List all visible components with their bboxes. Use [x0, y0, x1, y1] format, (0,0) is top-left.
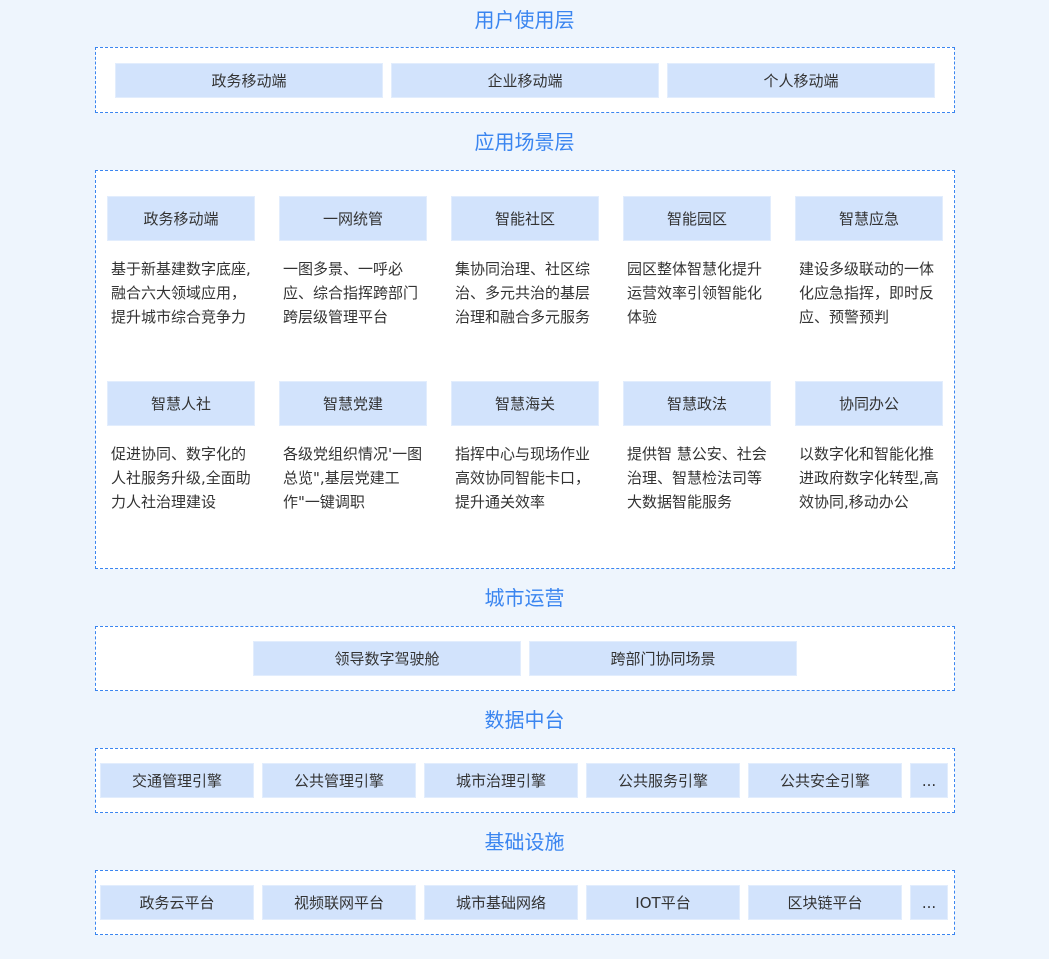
app-card: 一网统管一图多景、一呼必应、综合指挥跨部门跨层级管理平台	[279, 196, 427, 329]
app-card-desc: 提供智 慧公安、社会治理、智慧检法司等大数据智能服务	[627, 445, 767, 511]
layer-title-ops: 城市运营	[484, 586, 565, 610]
user-item[interactable]: 个人移动端	[667, 63, 935, 98]
app-card-desc: 园区整体智慧化提升运营效率引领智能化体验	[627, 260, 763, 326]
app-card-desc: 基于新基建数字底座,融合六大领域应用，提升城市综合竞争力	[111, 260, 251, 326]
app-card: 智慧海关指挥中心与现场作业高效协同智能卡口，提升通关效率	[451, 381, 599, 514]
layer-title-data: 数据中台	[484, 708, 565, 732]
app-card: 智慧人社促进协同、数字化的人社服务升级,全面助力人社治理建设	[107, 381, 255, 514]
app-card-title[interactable]: 智能社区	[451, 196, 599, 241]
user-layer-box: 政务移动端 企业移动端 个人移动端	[95, 47, 955, 113]
app-card: 协同办公以数字化和智能化推进政府数字化转型,高效协同,移动办公	[795, 381, 943, 514]
layer-item[interactable]: 城市治理引擎	[424, 763, 578, 798]
more-item[interactable]: ...	[910, 885, 948, 920]
app-card-desc: 建设多级联动的一体化应急指挥，即时反应、预警预判	[799, 260, 935, 326]
app-card-desc: 集协同治理、社区综治、多元共治的基层治理和融合多元服务	[455, 260, 591, 326]
layer-item[interactable]: IOT平台	[586, 885, 740, 920]
app-card-title[interactable]: 一网统管	[279, 196, 427, 241]
app-card-title[interactable]: 协同办公	[795, 381, 943, 426]
app-card-desc: 促进协同、数字化的人社服务升级,全面助力人社治理建设	[111, 445, 251, 511]
layer-item[interactable]: 城市基础网络	[424, 885, 578, 920]
app-card-desc: 各级党组织情况'一图总览",基层党建工作"一键调职	[283, 445, 423, 511]
app-card-desc: 一图多景、一呼必应、综合指挥跨部门跨层级管理平台	[283, 260, 419, 326]
app-card: 智慧党建各级党组织情况'一图总览",基层党建工作"一键调职	[279, 381, 427, 514]
app-card-title[interactable]: 智能园区	[623, 196, 771, 241]
app-card-title[interactable]: 智慧应急	[795, 196, 943, 241]
layer-item[interactable]: 公共管理引擎	[262, 763, 416, 798]
app-card: 智慧政法提供智 慧公安、社会治理、智慧检法司等大数据智能服务	[623, 381, 771, 514]
layer-item[interactable]: 交通管理引擎	[100, 763, 254, 798]
app-card-title[interactable]: 智慧党建	[279, 381, 427, 426]
ops-layer-box: 领导数字驾驶舱 跨部门协同场景	[95, 626, 955, 691]
layer-item[interactable]: 视频联网平台	[262, 885, 416, 920]
user-item[interactable]: 企业移动端	[391, 63, 659, 98]
app-card-title[interactable]: 智慧人社	[107, 381, 255, 426]
app-card: 智慧应急建设多级联动的一体化应急指挥，即时反应、预警预判	[795, 196, 943, 329]
ops-item[interactable]: 领导数字驾驶舱	[253, 641, 521, 676]
layer-title-infra: 基础设施	[484, 830, 565, 854]
data-layer-box: 交通管理引擎公共管理引擎城市治理引擎公共服务引擎公共安全引擎...	[95, 748, 955, 813]
app-layer-box: 政务移动端基于新基建数字底座,融合六大领域应用，提升城市综合竞争力一网统管一图多…	[95, 170, 955, 569]
layer-item[interactable]: 公共安全引擎	[748, 763, 902, 798]
app-card-title[interactable]: 智慧海关	[451, 381, 599, 426]
app-card: 智能社区集协同治理、社区综治、多元共治的基层治理和融合多元服务	[451, 196, 599, 329]
app-card-title[interactable]: 政务移动端	[107, 196, 255, 241]
layer-item[interactable]: 公共服务引擎	[586, 763, 740, 798]
user-item[interactable]: 政务移动端	[115, 63, 383, 98]
app-card-desc: 以数字化和智能化推进政府数字化转型,高效协同,移动办公	[799, 445, 939, 511]
app-card-desc: 指挥中心与现场作业高效协同智能卡口，提升通关效率	[455, 445, 591, 511]
app-card-title[interactable]: 智慧政法	[623, 381, 771, 426]
layer-title-user: 用户使用层	[474, 8, 575, 32]
layer-title-app: 应用场景层	[474, 130, 575, 154]
layer-item[interactable]: 区块链平台	[748, 885, 902, 920]
layer-item[interactable]: 政务云平台	[100, 885, 254, 920]
more-item[interactable]: ...	[910, 763, 948, 798]
app-card: 政务移动端基于新基建数字底座,融合六大领域应用，提升城市综合竞争力	[107, 196, 255, 329]
app-card: 智能园区园区整体智慧化提升运营效率引领智能化体验	[623, 196, 771, 329]
ops-item[interactable]: 跨部门协同场景	[529, 641, 797, 676]
